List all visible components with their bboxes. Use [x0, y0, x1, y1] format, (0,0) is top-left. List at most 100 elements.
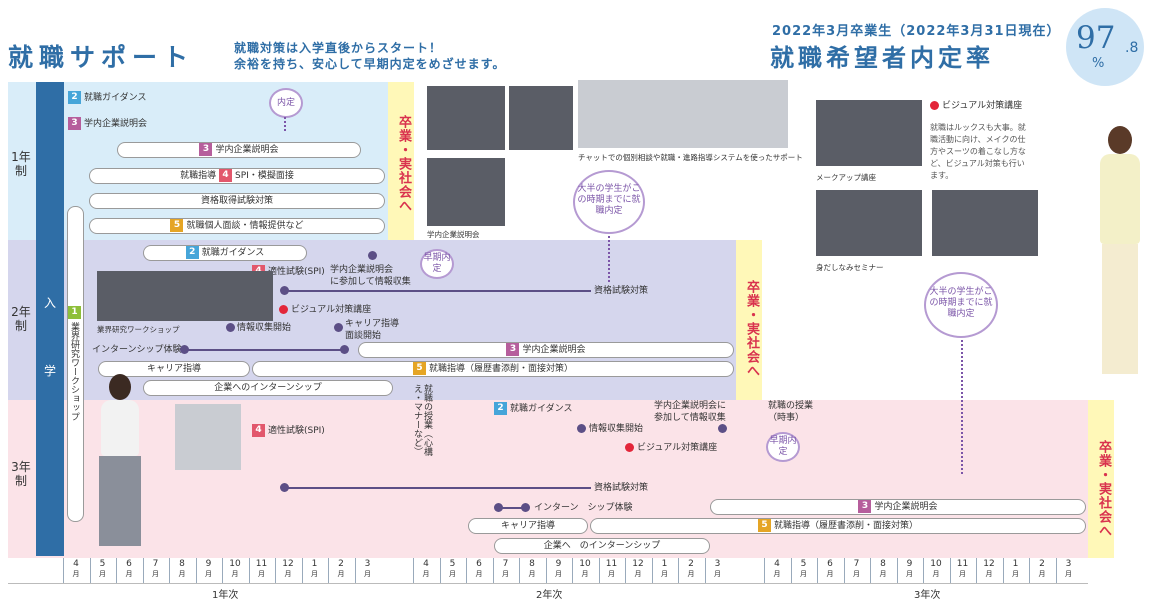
month-tick — [764, 558, 765, 584]
month-tick — [896, 558, 898, 584]
month-tick — [704, 558, 706, 584]
workshop-caption: 業界研究ワークショップ — [97, 325, 180, 334]
month-tick — [817, 558, 818, 584]
month-tick — [195, 558, 197, 584]
month-number: 3 — [714, 559, 721, 569]
month-unit: 月 — [687, 570, 695, 578]
month-tick — [678, 558, 679, 584]
month-number: 12 — [282, 559, 294, 569]
y3-intern-dot-end — [521, 503, 530, 512]
month-unit: 月 — [311, 570, 318, 578]
month-number: 7 — [152, 559, 159, 569]
y3-soki-bubble: 早期内定 — [766, 432, 800, 462]
month-number: 5 — [800, 559, 807, 569]
month-tick — [301, 558, 303, 584]
y2-intern-dot-end — [340, 345, 349, 354]
y2-career-dot — [334, 323, 343, 332]
month-number: 1 — [661, 559, 668, 569]
month-number: 2 — [338, 559, 344, 569]
graduation-label-year3: 卒業・実社会へ — [1096, 440, 1111, 538]
month-unit: 月 — [800, 570, 807, 578]
graduation-year1 — [388, 82, 414, 240]
y3-visual-dot — [625, 443, 634, 452]
month-number: 8 — [880, 559, 886, 569]
month-number: 11 — [255, 559, 268, 569]
month-number: 3 — [1065, 559, 1072, 569]
month-tick — [63, 558, 64, 584]
y2-info-dot — [226, 323, 235, 332]
month-number: 1 — [311, 559, 318, 569]
month-unit: 月 — [985, 570, 993, 578]
y3-briefing-text: 学内企業説明会に参加して情報収集 — [654, 401, 727, 423]
month-number: 2 — [688, 559, 694, 569]
grooming-photo-1 — [816, 190, 922, 256]
page-subtitle: 就職対策は入学直後からスタート！ 余裕を持ち、安心して早期内定をめざせます。 — [234, 41, 506, 71]
y3-license-dot — [280, 483, 289, 492]
month-unit: 月 — [337, 570, 345, 578]
month-number: 12 — [983, 559, 995, 569]
month-unit: 月 — [258, 570, 265, 578]
month-tick — [870, 558, 871, 584]
axis-year3: 3年次 — [914, 590, 941, 601]
month-number: 6 — [827, 559, 833, 569]
y3-info-dot — [577, 424, 586, 433]
y3-internship: インターン シップ体験 — [534, 503, 633, 513]
y2-info-start: 情報収集開始 — [237, 323, 292, 333]
row-label-year1: 1年制 — [11, 150, 31, 178]
graduation-year2 — [736, 240, 762, 400]
month-unit: 月 — [99, 570, 106, 578]
y2-license-bar — [285, 290, 591, 292]
month-number: 6 — [126, 559, 132, 569]
month-number: 5 — [449, 559, 456, 569]
month-number: 9 — [205, 559, 212, 569]
month-tick — [169, 558, 170, 584]
month-tick — [248, 558, 250, 584]
month-tick — [354, 558, 356, 584]
month-unit: 月 — [449, 570, 456, 578]
rate-value: 97 — [1076, 20, 1116, 56]
y3-license-bar — [285, 487, 591, 489]
y2-visual-dot — [279, 305, 288, 314]
month-tick — [116, 558, 117, 584]
workshop-photo — [97, 271, 273, 321]
month-tick — [949, 558, 951, 584]
month-tick — [466, 558, 467, 584]
graduation-label-year2: 卒業・実社会へ — [744, 280, 759, 378]
majority-arrow-2 — [961, 340, 963, 474]
month-unit: 月 — [72, 570, 80, 578]
month-unit: 月 — [826, 570, 834, 578]
month-number: 3 — [364, 559, 371, 569]
month-number: 7 — [853, 559, 860, 569]
page-title: 就職サポート — [8, 43, 195, 72]
month-number: 4 — [73, 559, 79, 569]
month-tick — [923, 558, 924, 584]
axis-divider — [8, 583, 1088, 584]
month-tick — [598, 558, 600, 584]
month-unit: 月 — [364, 570, 371, 578]
enrollment-label-2: 学 — [43, 364, 56, 378]
month-unit: 月 — [959, 570, 966, 578]
month-tick — [1055, 558, 1057, 584]
y1-naitei-arrow — [284, 117, 286, 131]
majority-arrow-1 — [608, 236, 610, 282]
month-tick — [492, 558, 494, 584]
